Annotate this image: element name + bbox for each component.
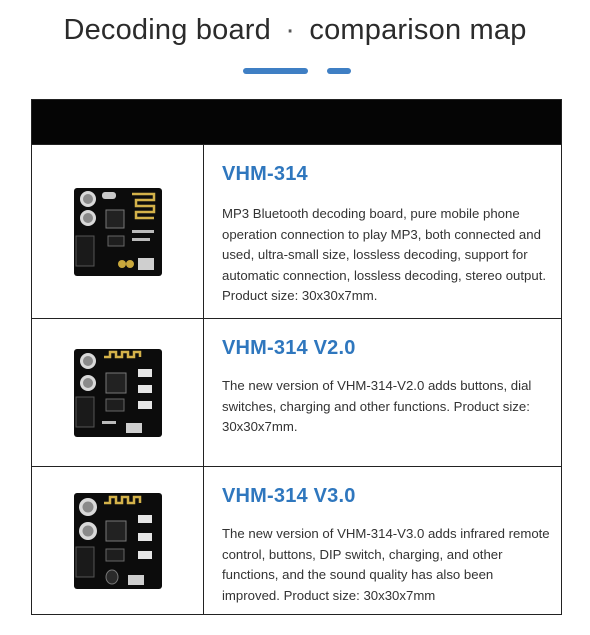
- table-row: VHM-314 V2.0 The new version of VHM-314-…: [32, 318, 561, 466]
- page-title: Decoding board · comparison map: [0, 14, 590, 47]
- comparison-table: VHM-314 MP3 Bluetooth decoding board, pu…: [31, 99, 562, 615]
- pcb-board-v3-image: [73, 492, 162, 589]
- product-text-cell: VHM-314 V3.0 The new version of VHM-314-…: [204, 467, 561, 614]
- product-image-cell: [32, 467, 204, 614]
- model-name: VHM-314: [222, 163, 308, 185]
- table-row: VHM-314 V3.0 The new version of VHM-314-…: [32, 466, 561, 614]
- accent-bar-short: [327, 68, 351, 74]
- model-name: VHM-314 V3.0: [222, 485, 356, 507]
- product-text-cell: VHM-314 MP3 Bluetooth decoding board, pu…: [204, 145, 561, 318]
- title-separator: ·: [285, 14, 296, 46]
- product-image-cell: [32, 145, 204, 318]
- title-right: comparison map: [309, 14, 527, 46]
- model-description: MP3 Bluetooth decoding board, pure mobil…: [222, 206, 547, 303]
- pcb-board-v1-image: [73, 187, 162, 276]
- table-row: VHM-314 MP3 Bluetooth decoding board, pu…: [32, 144, 561, 318]
- model-name: VHM-314 V2.0: [222, 337, 356, 359]
- product-image-cell: [32, 319, 204, 466]
- product-text-cell: VHM-314 V2.0 The new version of VHM-314-…: [204, 319, 561, 466]
- title-left: Decoding board: [63, 14, 271, 46]
- table-header: [32, 100, 561, 144]
- model-description: The new version of VHM-314-V2.0 adds but…: [222, 378, 532, 434]
- title-underline: [0, 68, 590, 74]
- accent-bar-long: [243, 68, 308, 74]
- model-description: The new version of VHM-314-V3.0 adds inf…: [222, 526, 550, 603]
- pcb-board-v2-image: [73, 348, 162, 437]
